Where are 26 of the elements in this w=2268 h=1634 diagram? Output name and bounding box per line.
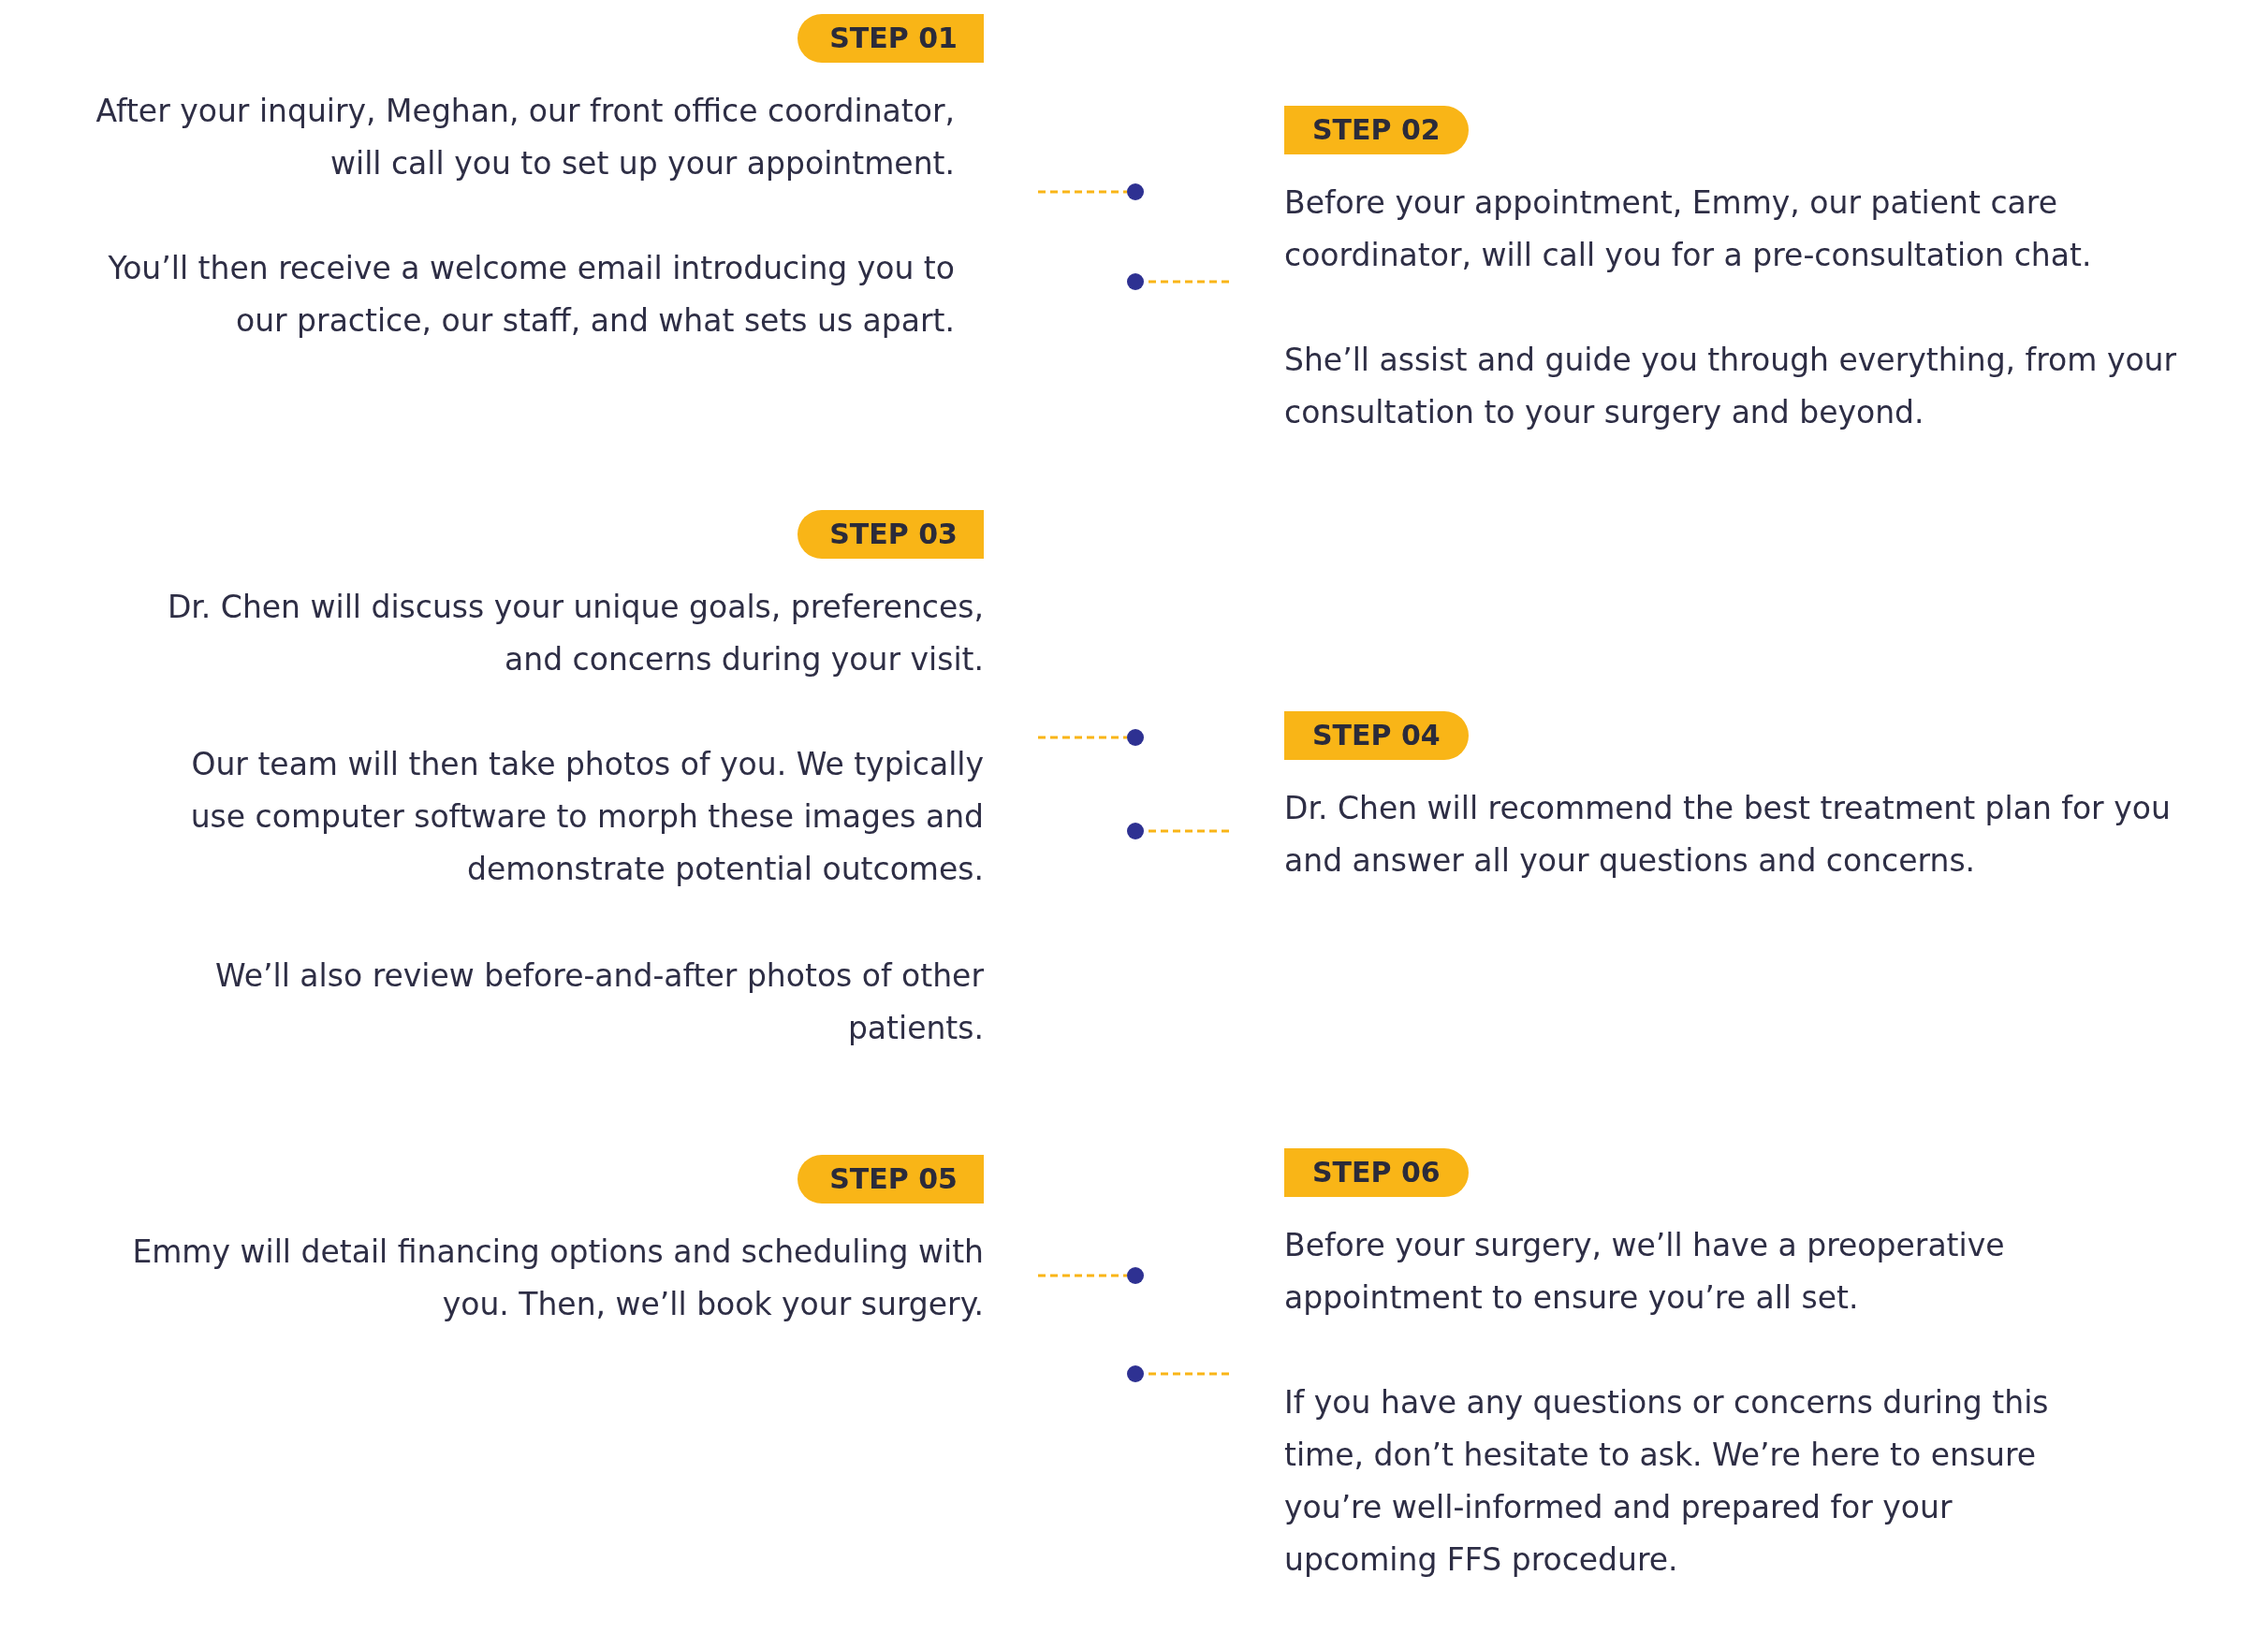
timeline-dot xyxy=(1127,273,1144,290)
step-description: You’ll then receive a welcome email introducing you to our practice, our staff, and what sets us apart. xyxy=(107,249,956,341)
step-badge: STEP 04 xyxy=(1284,711,1469,760)
step-badge: STEP 02 xyxy=(1284,106,1469,154)
step-description: Before your surgery, we’ll have a preoperative appointment to ensure you’re all set. xyxy=(1284,1226,2006,1318)
timeline-dot xyxy=(1127,1365,1144,1382)
dashed-connector xyxy=(1038,190,1127,194)
step-description: After your inquiry, Meghan, our front office coordinator, will call you to set up your appointment. xyxy=(95,92,956,183)
timeline-dot xyxy=(1127,1267,1144,1284)
step-badge: STEP 03 xyxy=(797,510,984,559)
step-description: Our team will then take photos of you. We typically use computer software to morph these images and demonstrate potential outcomes. xyxy=(189,745,984,889)
timeline-dot xyxy=(1127,183,1144,200)
step-badge: STEP 06 xyxy=(1284,1148,1469,1197)
timeline-dot xyxy=(1127,823,1144,839)
step-description: Dr. Chen will recommend the best treatment plan for you and answer all your questions and concerns. xyxy=(1284,789,2172,881)
dashed-connector xyxy=(1038,736,1127,739)
step-note: We’ll also review before-and-after photos of other patients. xyxy=(214,956,984,1048)
step-description: Before your appointment, Emmy, our patient care coordinator, will call you for a pre-consultation chat. xyxy=(1284,183,2093,275)
step-description: Dr. Chen will discuss your unique goals, preferences, and concerns during your visit. xyxy=(166,588,984,679)
step-badge: STEP 05 xyxy=(797,1155,984,1204)
step-description: Emmy will detail financing options and scheduling with you. Then, we’ll book your surgery. xyxy=(131,1233,984,1324)
timeline-dot xyxy=(1127,729,1144,746)
step-description: If you have any questions or concerns during this time, don’t hesitate to ask. We’re here to ensure you’re well-informed and prepared for your upcoming FFS procedure. xyxy=(1284,1383,2050,1580)
step-badge: STEP 01 xyxy=(797,14,984,63)
step-description: She’ll assist and guide you through everything, from your consultation to your surgery and beyond. xyxy=(1284,341,2178,432)
dashed-connector xyxy=(1038,1274,1127,1277)
